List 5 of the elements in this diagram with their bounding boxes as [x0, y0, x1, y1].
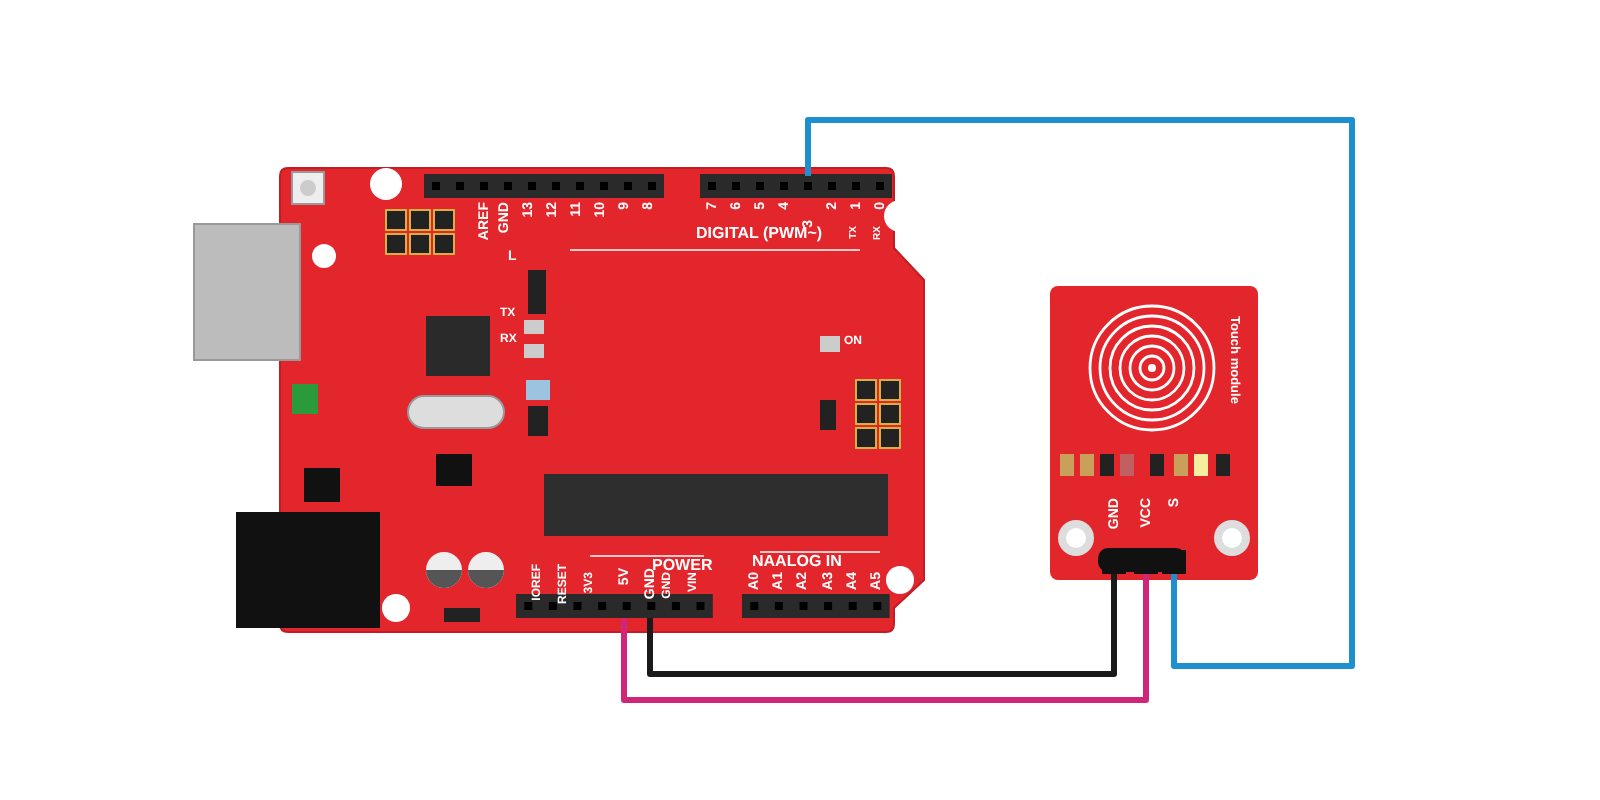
wire: [805, 117, 1355, 669]
header-pin: [1102, 498, 1126, 574]
header-pin: [1162, 498, 1186, 574]
wire: [621, 574, 1149, 703]
header-pin: [1134, 498, 1158, 574]
